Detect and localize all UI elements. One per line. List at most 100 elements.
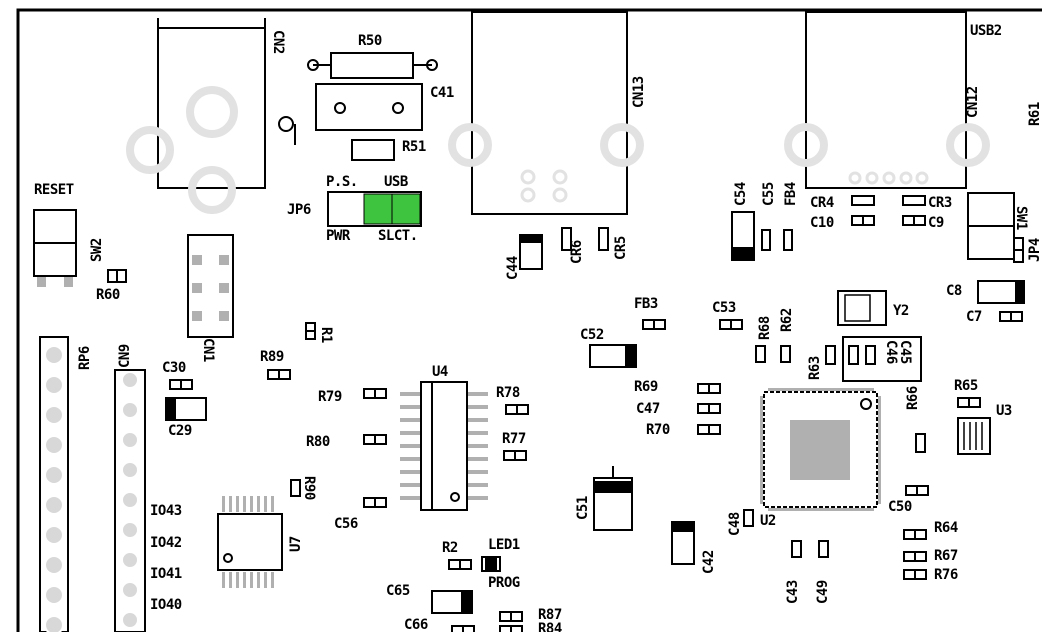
label-c49: C49 (815, 580, 831, 604)
label-cr4: CR4 (810, 195, 834, 211)
label-r63: R63 (807, 356, 823, 380)
label-r65: R65 (954, 378, 978, 394)
label-r51: R51 (402, 139, 426, 155)
label-reset: RESET (34, 182, 74, 198)
label-cr5: CR5 (613, 236, 629, 260)
jp6-selected-jumper (363, 193, 421, 225)
u2-thermal-pad (790, 420, 850, 480)
label-r69: R69 (634, 379, 658, 395)
cn9-outline (114, 369, 146, 632)
label-ps: P.S. (326, 174, 358, 190)
label-c7: C7 (966, 309, 982, 325)
label-c48: C48 (727, 512, 743, 536)
u7-outline (217, 513, 283, 571)
label-usb: USB (384, 174, 408, 190)
cn2-outline (157, 18, 266, 189)
label-r64: R64 (934, 520, 958, 536)
u4-outline (420, 381, 468, 511)
label-r2: R2 (442, 540, 458, 556)
label-c50: C50 (888, 499, 912, 515)
label-jp6: JP6 (287, 202, 311, 218)
r50-outline (330, 52, 414, 79)
label-c9: C9 (928, 215, 944, 231)
u2-outline (763, 391, 878, 508)
label-r77: R77 (502, 431, 526, 447)
label-pwr: PWR (326, 228, 350, 244)
label-r1: R1 (318, 327, 334, 343)
label-c46: C46 (883, 340, 899, 364)
label-u3: U3 (996, 403, 1012, 419)
label-io41: IO41 (150, 566, 182, 582)
label-cn1: CN1 (200, 338, 216, 362)
label-c45: C45 (897, 340, 913, 364)
label-cn9: CN9 (117, 344, 133, 368)
cn13-outline (471, 11, 628, 215)
label-c42: C42 (701, 550, 717, 574)
u3-outline (957, 417, 991, 455)
label-u4: U4 (432, 364, 448, 380)
rp6-outline (39, 336, 69, 632)
label-fb3: FB3 (634, 296, 658, 312)
label-c41: C41 (430, 85, 454, 101)
label-c8: C8 (946, 283, 962, 299)
jp6-outline (327, 191, 422, 227)
label-jp4: JP4 (1027, 238, 1042, 262)
label-c66: C66 (404, 617, 428, 632)
label-sw2: SW2 (89, 238, 105, 262)
label-c10: C10 (810, 215, 834, 231)
label-sw1: SW1 (1013, 206, 1029, 230)
label-cn2: CN2 (270, 30, 286, 54)
label-r50: R50 (358, 33, 382, 49)
label-r80: R80 (306, 434, 330, 450)
label-cn12: CN12 (965, 86, 981, 118)
label-c53: C53 (712, 300, 736, 316)
label-c30: C30 (162, 360, 186, 376)
label-io42: IO42 (150, 535, 182, 551)
label-c43: C43 (785, 580, 801, 604)
label-io43: IO43 (150, 503, 182, 519)
label-u2: U2 (760, 513, 776, 529)
label-r78: R78 (496, 385, 520, 401)
label-u7: U7 (288, 536, 304, 552)
label-r66: R66 (905, 386, 921, 410)
label-cr3: CR3 (928, 195, 952, 211)
label-c54: C54 (733, 182, 749, 206)
label-y2: Y2 (893, 303, 909, 319)
label-c56: C56 (334, 516, 358, 532)
label-r79: R79 (318, 389, 342, 405)
label-fb4: FB4 (783, 182, 799, 206)
c46-group-outline (842, 336, 922, 382)
label-c51: C51 (575, 496, 591, 520)
label-usb2: USB2 (970, 23, 1002, 39)
label-prog: PROG (488, 575, 520, 591)
label-io40: IO40 (150, 597, 182, 613)
board-outline (16, 8, 1042, 632)
label-led1: LED1 (488, 537, 520, 553)
label-c47: C47 (636, 401, 660, 417)
label-c29: C29 (168, 423, 192, 439)
label-rp6: RP6 (77, 346, 93, 370)
label-r60: R60 (96, 287, 120, 303)
label-cr6: CR6 (569, 240, 585, 264)
label-c55: C55 (761, 182, 777, 206)
label-r76: R76 (934, 567, 958, 583)
label-r90: R90 (301, 476, 317, 500)
label-r61: R61 (1027, 102, 1042, 126)
label-r87: R87 (538, 607, 562, 623)
label-r62: R62 (779, 308, 795, 332)
label-r67: R67 (934, 548, 958, 564)
label-r84: R84 (538, 621, 562, 632)
label-r89: R89 (260, 349, 284, 365)
cn1-outline (187, 234, 234, 338)
cn12-outline (805, 11, 967, 189)
r51-outline (351, 139, 395, 161)
c41-outline (315, 83, 423, 131)
y2-outline (837, 290, 887, 326)
label-r70: R70 (646, 422, 670, 438)
label-c52: C52 (580, 327, 604, 343)
label-c65: C65 (386, 583, 410, 599)
label-slct: SLCT. (378, 228, 418, 244)
label-r68: R68 (757, 316, 773, 340)
